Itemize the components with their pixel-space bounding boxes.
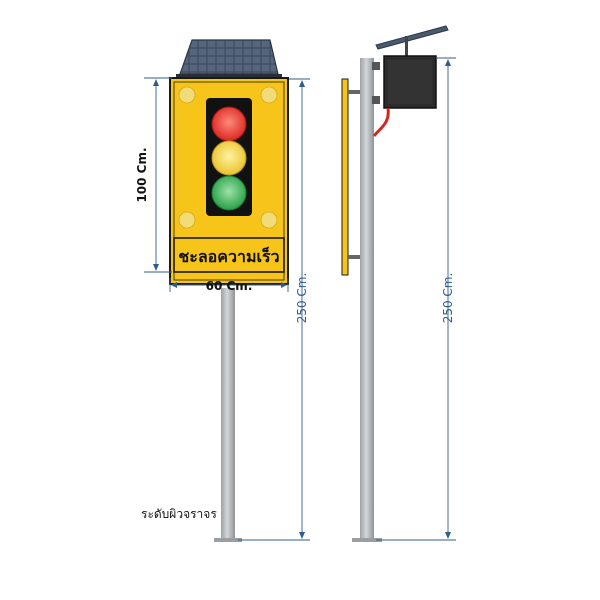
side-pole-height-label: 250 Cm.	[441, 273, 455, 324]
corner-flasher-icon	[178, 86, 278, 229]
front-pole	[221, 288, 235, 542]
side-pole-height-dimension	[376, 57, 456, 541]
width-label: 60 Cm.	[206, 279, 253, 293]
battery-box-icon	[372, 55, 437, 109]
green-light	[211, 175, 247, 211]
solar-panel-icon	[176, 39, 282, 79]
power-cable	[372, 107, 390, 137]
height-label: 100 Cm.	[135, 147, 149, 202]
traffic-light-icon	[206, 98, 252, 216]
height-dimension	[144, 77, 172, 273]
side-sign-board	[341, 78, 349, 276]
red-light	[211, 106, 247, 142]
side-pole-base	[352, 538, 382, 542]
yellow-light	[211, 140, 247, 176]
side-solar-panel-icon	[375, 25, 449, 60]
front-pole-height-label: 250 Cm.	[295, 273, 309, 324]
side-pole	[360, 58, 374, 542]
sign-text-panel	[173, 237, 285, 273]
front-view: ชะลอความเร็ว 100 Cm. 60 Cm. 250 Cm.	[135, 39, 310, 542]
side-view: 250 Cm.	[341, 25, 456, 542]
ground-level-label: ระดับผิวจราจร	[141, 507, 217, 521]
front-pole-base	[214, 538, 242, 542]
width-dimension	[169, 278, 289, 292]
sign-text: ชะลอความเร็ว	[178, 245, 279, 266]
front-pole-height-dimension	[238, 78, 310, 541]
